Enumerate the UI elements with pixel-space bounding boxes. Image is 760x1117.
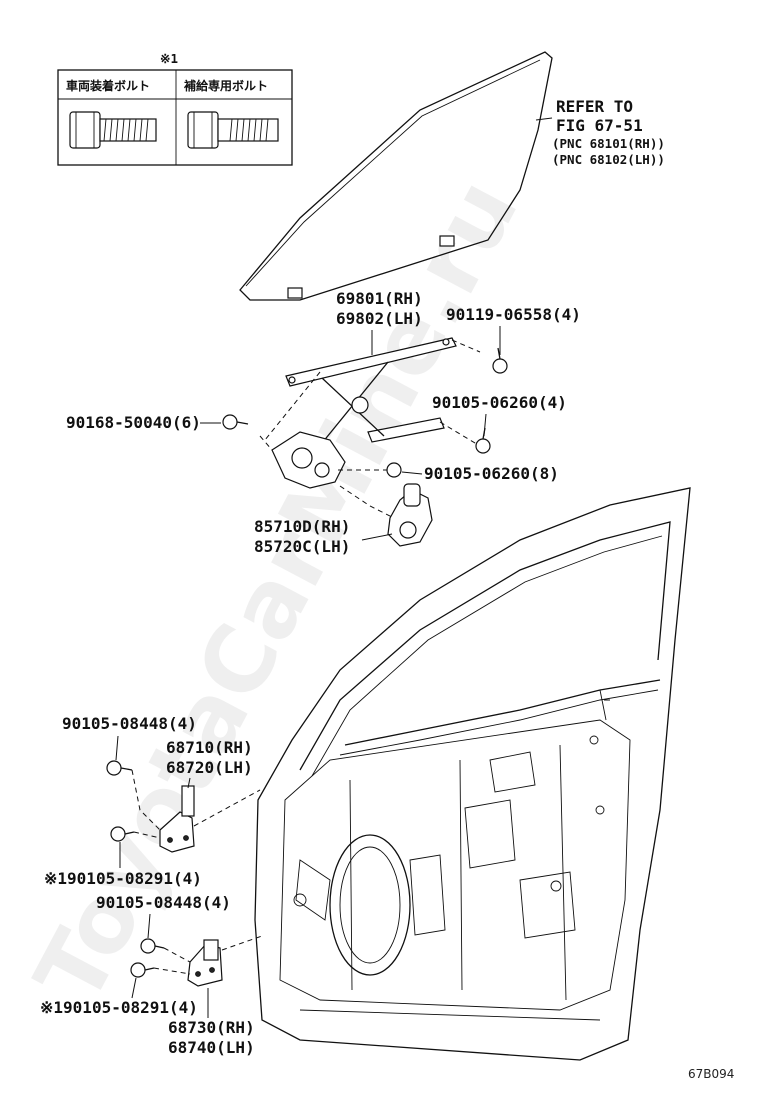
lower-hinge	[187, 939, 223, 987]
lower-hinge-dashed-guides	[153, 935, 263, 975]
upper-hinge-dashed-guides	[131, 769, 261, 839]
refer-line1: REFER TO	[556, 97, 633, 116]
window-motor	[387, 483, 433, 547]
refer-line4: (PNC 68102(LH))	[552, 152, 665, 167]
label-68720-lh: 68720(LH)	[166, 758, 253, 777]
label-90119-06558: 90119-06558(4)	[446, 305, 581, 324]
label-68710-rh: 68710(RH)	[166, 738, 253, 757]
inset-col1-label: 車両装着ボルト	[66, 78, 150, 93]
label-68730-rh: 68730(RH)	[168, 1018, 255, 1037]
bolt-90119-icon	[492, 347, 508, 374]
label-69802-lh: 69802(LH)	[336, 309, 423, 328]
refer-line3: (PNC 68101(RH))	[552, 136, 665, 151]
label-90105-06260-a: 90105-06260(4)	[432, 393, 567, 412]
bolt-90105-06260-a-icon	[475, 427, 491, 454]
label-90168-50040: 90168-50040(6)	[66, 413, 201, 432]
inset-marker: ※1	[160, 51, 178, 66]
upper-hinge	[159, 785, 195, 853]
label-upper-90105-08291: ※190105-08291(4)	[44, 869, 202, 888]
bolt-lower-08448-icon	[140, 938, 165, 954]
label-90105-06260-b: 90105-06260(8)	[424, 464, 559, 483]
label-85720c-lh: 85720C(LH)	[254, 537, 350, 556]
bolt-90168-icon	[222, 414, 249, 430]
bolt-lower-08291-icon	[130, 962, 155, 978]
label-lower-90105-08291: ※190105-08291(4)	[40, 998, 198, 1017]
diagram-code: 67B094	[688, 1067, 734, 1081]
window-regulator	[271, 337, 457, 489]
bolt-upper-08291-icon	[110, 826, 135, 842]
label-68740-lh: 68740(LH)	[168, 1038, 255, 1057]
inset-col2-label: 補給専用ボルト	[183, 78, 268, 93]
label-69801-rh: 69801(RH)	[336, 289, 423, 308]
door-frame	[254, 487, 691, 1061]
service-bolt-icon	[187, 111, 279, 149]
bolt-inset-box: ※1 車両装着ボルト 補給専用ボルト	[57, 51, 293, 166]
watermark: ToyotaCarMine.ru	[15, 162, 539, 1020]
refer-line2: FIG 67-51	[556, 116, 643, 135]
label-85710d-rh: 85710D(RH)	[254, 517, 350, 536]
bolt-90105-06260-b-icon	[386, 462, 402, 478]
vehicle-bolt-icon	[69, 111, 157, 149]
door-glass	[239, 51, 553, 301]
label-lower-90105-08448: 90105-08448(4)	[96, 893, 231, 912]
label-upper-90105-08448: 90105-08448(4)	[62, 714, 197, 733]
bolt-upper-08448-icon	[106, 760, 133, 776]
